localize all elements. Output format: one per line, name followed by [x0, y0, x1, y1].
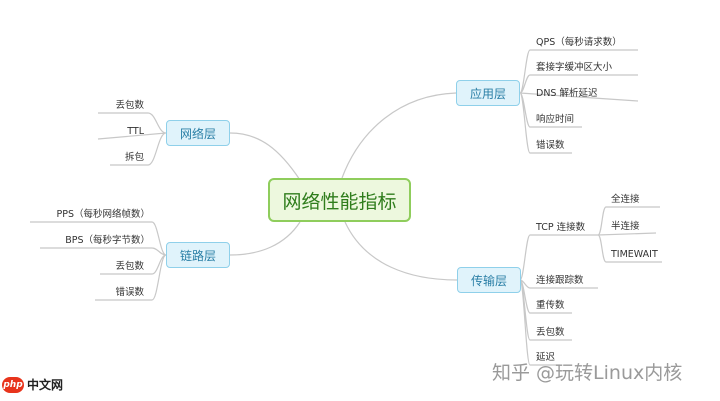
- link-app-leaves: [519, 49, 639, 154]
- leaf-trans-latency: 延迟: [536, 352, 556, 363]
- zhihu-watermark: 知乎 @玩转Linux内核: [492, 362, 683, 384]
- leaf-trans-conntrack: 连接跟踪数: [536, 275, 584, 286]
- link-center-link: [229, 221, 301, 256]
- leaf-app-errors: 错误数: [536, 140, 565, 151]
- php-logo-text: 中文网: [27, 378, 64, 392]
- php-logo-badge: php: [2, 376, 24, 393]
- leaf-trans-tcp-connections: TCP 连接数: [536, 222, 586, 233]
- leaf-app-socket-buffer: 套接字缓冲区大小: [536, 62, 613, 73]
- link-trans-leaves: [519, 234, 598, 366]
- leaf-net-fragment: 拆包: [124, 152, 144, 163]
- leaf-tcp-full-connection: 全连接: [611, 194, 640, 205]
- leaf-link-pps: PPS（每秒网络帧数）: [56, 209, 151, 220]
- link-center-trans: [344, 221, 458, 281]
- leaf-link-bps: BPS（每秒字节数）: [65, 235, 150, 246]
- leaf-trans-packet-loss: 丢包数: [536, 327, 565, 338]
- leaf-app-qps: QPS（每秒请求数）: [536, 37, 622, 48]
- link-net-leaves: [97, 112, 167, 166]
- leaf-net-packet-loss: 丢包数: [115, 100, 144, 111]
- leaf-link-packet-loss: 丢包数: [115, 261, 144, 272]
- link-center-net: [229, 132, 301, 181]
- link-link-leaves: [30, 221, 167, 301]
- php-cn-logo: php 中文网: [2, 376, 63, 393]
- leaf-link-errors: 错误数: [115, 287, 144, 298]
- link-center-app: [341, 92, 457, 179]
- branch-network-layer: 网络层: [166, 120, 230, 146]
- leaf-tcp-half-connection: 半连接: [611, 221, 640, 232]
- leaf-net-ttl: TTL: [127, 126, 144, 137]
- branch-app-layer: 应用层: [456, 80, 520, 106]
- leaf-tcp-timewait: TIMEWAIT: [611, 249, 658, 260]
- link-tcp-leaves: [597, 206, 662, 263]
- leaf-trans-retransmits: 重传数: [536, 300, 565, 311]
- branch-link-layer: 链路层: [166, 242, 230, 268]
- center-node: 网络性能指标: [268, 178, 411, 222]
- branch-transport-layer: 传输层: [457, 267, 521, 293]
- leaf-app-dns-latency: DNS 解析延迟: [536, 88, 598, 99]
- leaf-app-response-time: 响应时间: [536, 114, 575, 125]
